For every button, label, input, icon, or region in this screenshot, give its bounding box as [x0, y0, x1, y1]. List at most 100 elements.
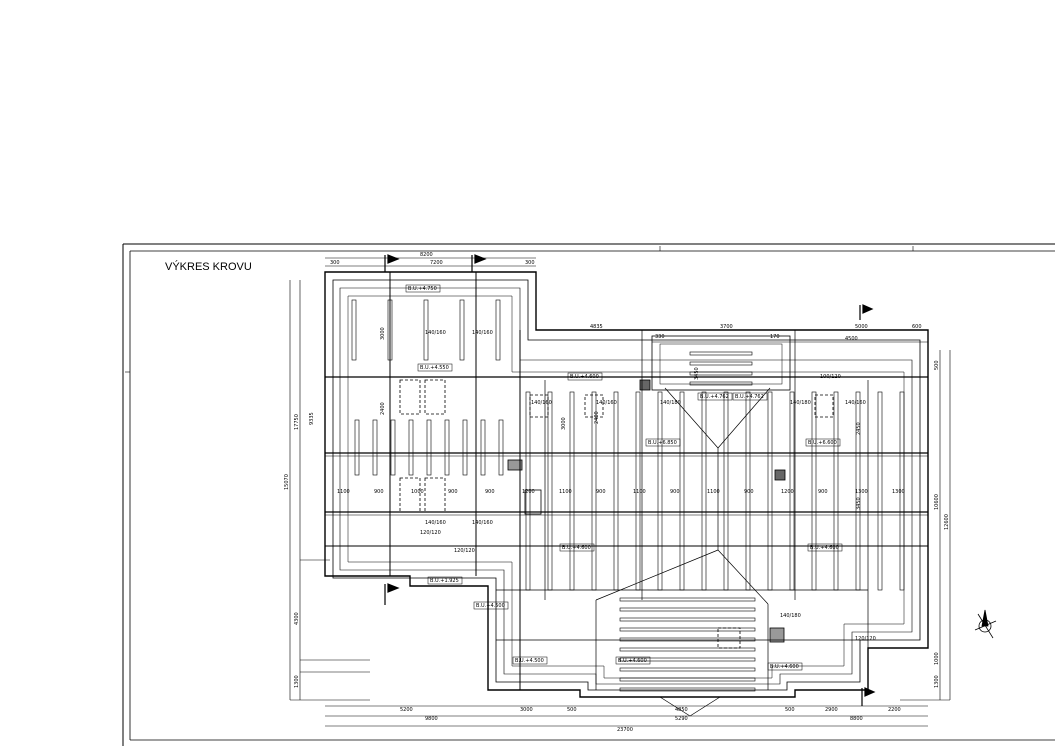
dimension-label: 2900	[825, 707, 838, 713]
dimension-label: 900	[596, 489, 606, 495]
rafter	[811, 391, 817, 591]
rafter	[613, 391, 619, 591]
level-tag	[427, 576, 463, 585]
dimension-label: 5290	[675, 716, 688, 722]
level-tag	[767, 662, 803, 671]
dimension-label: 1100	[559, 489, 572, 495]
level-label: B.U.+4.600	[810, 545, 839, 551]
dimension-label: 1100	[633, 489, 646, 495]
rafter	[619, 607, 756, 612]
rafter	[351, 299, 357, 361]
level-tag	[807, 543, 843, 552]
rafter-length-label: 3000	[561, 417, 567, 430]
rafter	[408, 419, 414, 476]
level-tag	[559, 543, 595, 552]
level-labels: B.U.+4.750B.U.+4.550B.U.+4.600B.U.+4.762…	[380, 284, 862, 671]
compass-icon	[974, 609, 997, 639]
level-label: B.U.+1.925	[430, 578, 459, 584]
rafter	[619, 677, 756, 682]
rafter	[619, 687, 756, 692]
dimension-label: 4850	[675, 707, 688, 713]
purlin-lines	[325, 376, 928, 641]
level-label: B.U.+4.762	[700, 394, 729, 400]
building-outline	[324, 271, 929, 698]
rafter	[591, 391, 597, 591]
rafter	[833, 391, 839, 591]
dimension-label: 1300	[934, 675, 940, 688]
level-tag	[697, 392, 733, 401]
rafters	[351, 299, 905, 692]
level-tag	[615, 656, 651, 665]
dimension-label: 9335	[309, 412, 315, 425]
dimension-label: 3700	[720, 324, 733, 330]
rafter	[723, 391, 729, 591]
level-label: B.U.+4.600	[562, 545, 591, 551]
dimension-label: 12600	[944, 514, 950, 530]
beam-label: 140/160	[845, 400, 866, 406]
beam-label: 140/160	[425, 330, 446, 336]
dimension-label: 8800	[850, 716, 863, 722]
beam-label: 140/180	[780, 613, 801, 619]
dimension-label: 15070	[284, 474, 290, 490]
dimension-label: 1200	[781, 489, 794, 495]
rafter	[619, 617, 756, 622]
level-label: B.U.+6.600	[808, 440, 837, 446]
dimension-label: 1300	[855, 489, 868, 495]
rafter	[547, 391, 553, 591]
hip-lines	[595, 387, 771, 717]
rafter	[899, 391, 905, 591]
dimension-label: 17750	[294, 414, 300, 430]
rafter	[619, 637, 756, 642]
rafter	[480, 419, 486, 476]
level-label: B.U.+4.600	[770, 664, 799, 670]
dimension-label: 330	[655, 334, 665, 340]
beam-label: 140/160	[425, 520, 446, 526]
rafter	[390, 419, 396, 476]
section-markers	[384, 254, 876, 706]
dimension-label: 900	[448, 489, 458, 495]
rafter	[689, 361, 753, 366]
rafter	[689, 371, 753, 376]
posts	[399, 379, 834, 649]
rafter	[745, 391, 751, 591]
rafter	[619, 627, 756, 632]
level-label: B.U.+4.550	[420, 365, 449, 371]
level-tag	[805, 438, 841, 447]
rafter	[701, 391, 707, 591]
dimension-label: 4500	[845, 336, 858, 342]
beam-label: 140/180	[660, 400, 681, 406]
rafter	[689, 381, 753, 386]
level-tag	[732, 392, 768, 401]
rafter-length-label: 2450	[856, 422, 862, 435]
rafter	[877, 391, 883, 591]
beam-label: 140/160	[531, 400, 552, 406]
rafter	[459, 299, 465, 361]
rafter-length-label: 2400	[380, 402, 386, 415]
rafter	[619, 647, 756, 652]
dimension-lines	[289, 257, 951, 727]
beam-label: 120/120	[855, 636, 876, 642]
rafter	[619, 657, 756, 662]
dimension-label: 900	[744, 489, 754, 495]
dimension-label: 1300	[294, 675, 300, 688]
rafter	[767, 391, 773, 591]
rafter	[789, 391, 795, 591]
dimension-label: 500	[785, 707, 795, 713]
dimension-label: 3000	[520, 707, 533, 713]
beam-label: 120/120	[454, 548, 475, 554]
sheet-frame	[122, 243, 1055, 746]
rafter	[679, 391, 685, 591]
dimension-label: 900	[818, 489, 828, 495]
dimension-label: 7200	[430, 260, 443, 266]
level-tag	[645, 438, 681, 447]
dimension-label: 900	[670, 489, 680, 495]
level-label: B.U.+4.500	[476, 603, 505, 609]
dimension-label: 8200	[420, 252, 433, 258]
rafter	[354, 419, 360, 476]
dimension-label: 1100	[337, 489, 350, 495]
rafter	[372, 419, 378, 476]
level-tag	[473, 601, 509, 610]
dimension-label: 4300	[294, 612, 300, 625]
